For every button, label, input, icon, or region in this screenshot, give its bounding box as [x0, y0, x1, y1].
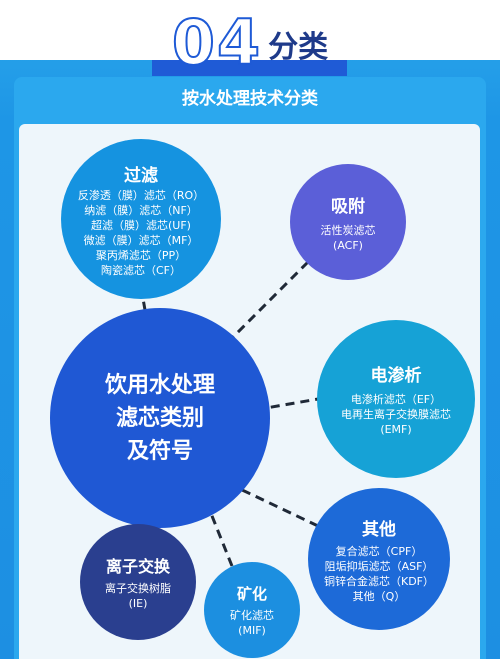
node-other-title: 其他 — [362, 519, 396, 540]
node-filter: 过滤 反渗透（膜）滤芯（RO） 纳滤（膜）滤芯（NF） 超滤（膜）滤芯(UF) … — [61, 139, 221, 299]
node-adsorb-item: (ACF) — [333, 238, 363, 252]
node-filter-item: 纳滤（膜）滤芯（NF） — [84, 203, 198, 217]
node-mineralization: 矿化 矿化滤芯 (MIF) — [204, 562, 300, 658]
node-other-item: 复合滤芯（CPF） — [335, 544, 423, 558]
node-mineralization-item: (MIF) — [238, 623, 266, 637]
node-filter-item: 反渗透（膜）滤芯（RO） — [77, 188, 205, 202]
node-electrodialysis-item: 电再生离子交换膜滤芯 — [341, 408, 451, 421]
node-electrodialysis-title: 电渗析 — [370, 366, 422, 386]
connector-other — [237, 486, 319, 528]
center-node: 饮用水处理 滤芯类别 及符号 — [50, 308, 270, 528]
center-line: 滤芯类别 — [115, 405, 204, 431]
section-number: 04 — [171, 6, 263, 79]
node-ion-exchange-title: 离子交换 — [105, 557, 170, 576]
connector-mineral — [206, 505, 234, 567]
node-adsorb-title: 吸附 — [331, 196, 365, 217]
node-other-item: 阻垢抑垢滤芯（ASF） — [324, 559, 434, 573]
section-title: 分类 — [268, 30, 329, 65]
connector-adsorb — [228, 260, 310, 342]
node-filter-item: 聚丙烯滤芯（PP） — [95, 248, 187, 262]
connector-electro — [265, 396, 325, 410]
node-adsorb: 吸附 活性炭滤芯 (ACF) — [290, 164, 406, 280]
card-subtitle: 按水处理技术分类 — [182, 89, 318, 109]
node-filter-item: 微滤（膜）滤芯（MF） — [83, 233, 199, 247]
node-other: 其他 复合滤芯（CPF） 阻垢抑垢滤芯（ASF） 铜锌合金滤芯（KDF） 其他（… — [308, 488, 450, 630]
node-adsorb-item: 活性炭滤芯 — [320, 223, 376, 237]
node-other-item: 其他（Q） — [352, 589, 406, 603]
node-electrodialysis-item: (EMF) — [380, 423, 412, 436]
top-background — [0, 0, 500, 60]
node-ion-exchange-item: 离子交换树脂 — [105, 582, 171, 595]
node-ion-exchange: 离子交换 离子交换树脂 (IE) — [80, 524, 196, 640]
node-filter-item: 超滤（膜）滤芯(UF) — [91, 218, 191, 232]
section-header: 04 分类 — [0, 2, 500, 79]
center-line: 及符号 — [126, 438, 193, 464]
node-electrodialysis-item: 电渗析滤芯（EF） — [350, 393, 442, 406]
node-filter-title: 过滤 — [124, 165, 158, 186]
node-other-item: 铜锌合金滤芯（KDF） — [323, 574, 434, 588]
header-underline-bar — [152, 60, 347, 76]
node-mineralization-item: 矿化滤芯 — [230, 608, 274, 622]
node-electrodialysis: 电渗析 电渗析滤芯（EF） 电再生离子交换膜滤芯 (EMF) — [317, 320, 475, 478]
node-ion-exchange-item: (IE) — [128, 597, 148, 610]
node-filter-item: 陶瓷滤芯（CF） — [100, 263, 181, 277]
node-mineralization-title: 矿化 — [236, 584, 267, 603]
center-line: 饮用水处理 — [104, 372, 215, 398]
